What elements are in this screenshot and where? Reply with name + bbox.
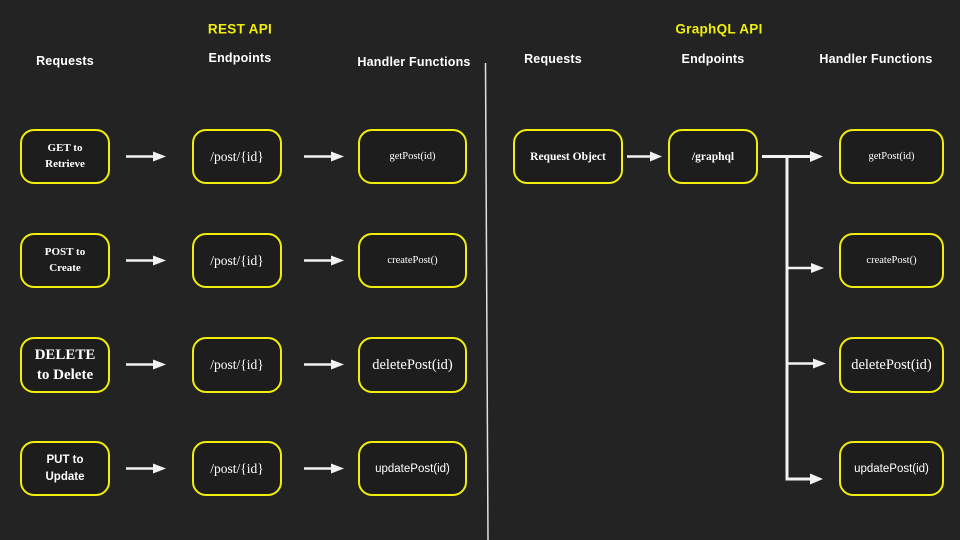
rest-handler-post-box: createPost() [358, 233, 467, 288]
box-label: getPost(id) [868, 151, 915, 162]
graphql-handler-get-box: getPost(id) [839, 129, 944, 184]
rest-endpoint-put-box: /post/{id} [192, 441, 282, 496]
graphql-fanout-trunk [785, 156, 823, 485]
arrow-rest-post-handler [304, 255, 344, 266]
box-label: Request Object [530, 150, 606, 163]
arrow-rest-get-handler [304, 151, 344, 162]
rest-requests-header: Requests [36, 54, 94, 68]
arrow-rest-put-endpoint [126, 463, 166, 474]
box-label: createPost() [866, 255, 917, 266]
graphql-endpoints-header: Endpoints [681, 52, 745, 66]
box-label: /post/{id} [210, 148, 264, 164]
box-label: Update [45, 470, 85, 483]
arrow-rest-put-handler [304, 463, 344, 474]
graphql-api-title: GraphQL API [675, 21, 763, 37]
arrow-graphql-branch-createpost [787, 263, 824, 273]
box-label: to Delete [36, 367, 94, 383]
box-label: deletePost(id) [372, 356, 453, 373]
rest-endpoint-get-box: /post/{id} [192, 129, 282, 184]
graphql-handler-delete-box: deletePost(id) [839, 337, 944, 393]
arrow-rest-post-endpoint [126, 255, 166, 266]
rest-endpoints-header: Endpoints [208, 51, 272, 65]
box-label: Retrieve [45, 157, 85, 170]
arrow-rest-delete-handler [304, 359, 344, 370]
box-label: POST to [44, 245, 86, 258]
box-label: /post/{id} [210, 252, 264, 268]
arrow-rest-get-endpoint [126, 151, 166, 162]
rest-request-delete-box: DELETE to Delete [20, 337, 110, 393]
rest-handler-put-box: updatePost(id) [358, 441, 467, 496]
box-label: updatePost(id) [854, 462, 929, 475]
rest-endpoint-post-box: /post/{id} [192, 233, 282, 288]
panel-divider-line [484, 62, 489, 540]
graphql-requests-header: Requests [524, 52, 582, 66]
rest-api-title: REST API [207, 21, 273, 37]
rest-handlers-header: Handler Functions [357, 55, 471, 69]
box-label: /post/{id} [210, 460, 264, 476]
rest-request-get-box: GET to Retrieve [20, 129, 110, 184]
arrow-graphql-branch-deletepost [787, 358, 826, 369]
rest-request-put-box: PUT to Update [20, 441, 110, 496]
graphql-handler-create-box: createPost() [839, 233, 944, 288]
box-label: DELETE [34, 346, 96, 363]
arrow-rest-delete-endpoint [126, 359, 166, 370]
box-label: createPost() [387, 255, 438, 266]
rest-handler-get-box: getPost(id) [358, 129, 467, 184]
box-label: getPost(id) [389, 151, 436, 162]
arrow-graphql-request-endpoint [627, 151, 662, 162]
graphql-handler-update-box: updatePost(id) [839, 441, 944, 496]
rest-endpoint-delete-box: /post/{id} [192, 337, 282, 393]
box-label: /graphql [691, 150, 735, 163]
rest-request-post-box: POST to Create [20, 233, 110, 288]
arrow-graphql-endpoint-getpost [762, 151, 823, 162]
box-label: GET to [47, 141, 83, 154]
box-label: /post/{id} [210, 357, 264, 372]
box-label: updatePost(id) [375, 462, 450, 475]
box-label: PUT to [46, 454, 84, 467]
rest-handler-delete-box: deletePost(id) [358, 337, 467, 393]
box-label: deletePost(id) [851, 356, 932, 373]
graphql-handlers-header: Handler Functions [819, 52, 933, 66]
graphql-endpoint-box: /graphql [668, 129, 758, 184]
box-label: Create [49, 261, 81, 274]
graphql-request-object-box: Request Object [513, 129, 623, 184]
